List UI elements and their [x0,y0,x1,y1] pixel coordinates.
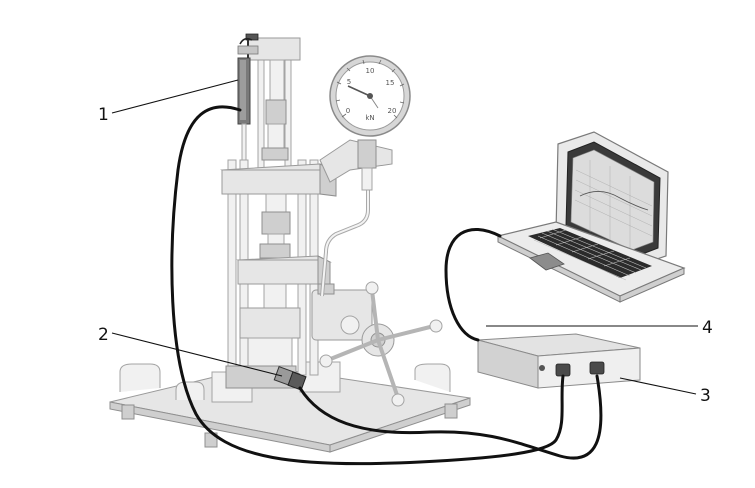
laptop-screen [570,149,655,251]
callout-3: 3 [619,377,711,406]
gauge-tick-20: 20 [388,107,397,115]
screen-grid [574,160,653,248]
machine-base [109,361,471,453]
upper-crosshead [220,163,338,245]
cables [170,105,603,466]
gauge-tick-15: 15 [386,79,395,87]
callout-1-label: 1 [98,105,109,125]
callout-3-label: 3 [700,386,711,406]
pressure-gauge: 0 5 10 15 20 kN [319,55,411,297]
laptop-keyboard [528,228,652,281]
laptop-touchpad [529,252,565,271]
gauge-tick-5: 5 [347,78,351,86]
gauge-tick-10: 10 [366,67,375,75]
callout-2-label: 2 [98,325,109,345]
gauge-unit: kN [365,114,374,122]
displacement-sensor [237,33,259,161]
laptop [496,131,686,303]
callout-1: 1 [98,79,239,125]
gauge-tick-0: 0 [346,107,350,115]
measuring-amplifier [477,333,641,389]
callout-4-label: 4 [702,318,713,338]
gauge-tick-marks [335,59,405,119]
top-head [247,37,301,161]
lower-crosshead [236,243,332,309]
gauge-needle [347,85,371,97]
callout-4: 4 [486,318,713,338]
callout-2: 2 [98,325,283,377]
hand-pump [311,281,443,407]
force-sensor-connector [273,366,307,391]
